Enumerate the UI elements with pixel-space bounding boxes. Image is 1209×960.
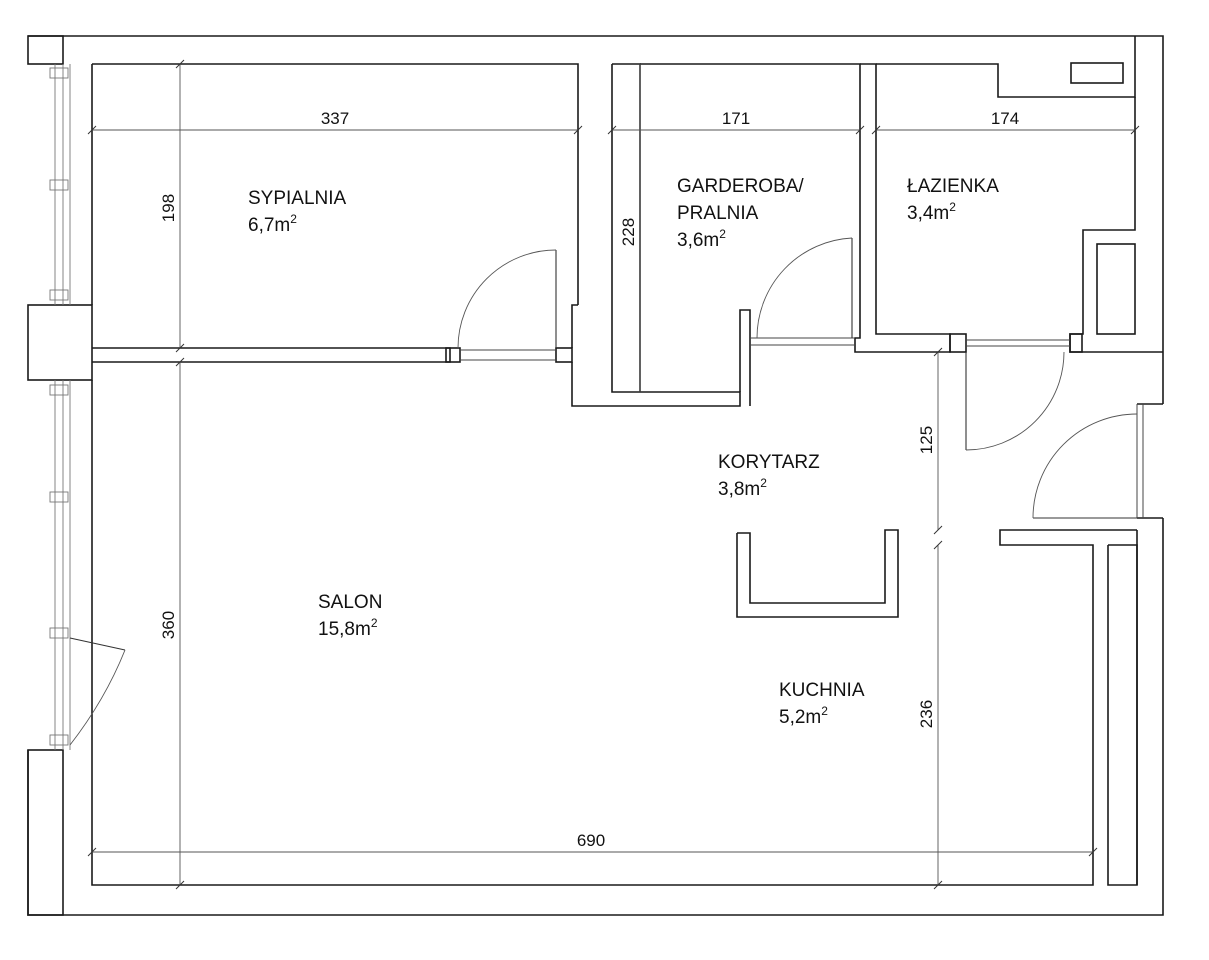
dimension-labels: 337 171 174 690 198 360 228 125 236 — [159, 109, 1019, 850]
dim-total-width: 690 — [577, 831, 605, 850]
dim-garderoba-height: 228 — [619, 218, 638, 246]
room-korytarz: KORYTARZ 3,8m2 — [718, 452, 820, 500]
dim-sypialnia-height: 198 — [159, 194, 178, 222]
room-area: 3,4m2 — [907, 200, 956, 224]
balcony-door-arc — [69, 649, 126, 746]
room-garderoba: GARDEROBA/ PRALNIA 3,6m2 — [677, 176, 804, 251]
entrance — [1032, 403, 1163, 519]
dim-sypialnia-width: 337 — [321, 109, 349, 128]
dim-salon-height: 360 — [159, 611, 178, 639]
room-area: 15,8m2 — [318, 616, 378, 640]
room-kuchnia: KUCHNIA 5,2m2 — [779, 680, 865, 728]
room-labels: SYPIALNIA 6,7m2 GARDEROBA/ PRALNIA 3,6m2… — [248, 176, 999, 728]
left-wall-top-block — [27, 35, 64, 65]
bathroom-fixture-top — [1070, 62, 1124, 84]
dimension-lines — [87, 59, 1140, 890]
bathroom-walls — [860, 36, 1163, 451]
room-name: KUCHNIA — [779, 680, 865, 701]
outer-wall-right-lower — [27, 518, 1164, 916]
left-pillar — [27, 304, 93, 381]
room-area: 6,7m2 — [248, 212, 297, 236]
room-name-line-2: PRALNIA — [677, 203, 759, 224]
bedroom-walls — [92, 63, 741, 407]
room-salon: SALON 15,8m2 — [318, 592, 382, 640]
balcony-door-leaf — [69, 637, 126, 651]
room-area: 3,8m2 — [718, 476, 767, 500]
bedroom-door-arc — [457, 249, 557, 349]
outer-wall-outline — [28, 35, 1164, 404]
room-name: KORYTARZ — [718, 452, 820, 473]
dim-lazienka-width: 174 — [991, 109, 1019, 128]
room-lazienka: ŁAZIENKA 3,4m2 — [907, 176, 999, 224]
outer-walls — [27, 35, 1164, 916]
room-area: 5,2m2 — [779, 704, 828, 728]
bathroom-fixture-side — [1096, 243, 1136, 335]
room-sypialnia: SYPIALNIA 6,7m2 — [248, 188, 347, 236]
entrance-door-arc — [1032, 413, 1138, 519]
wardrobe-door-arc — [756, 237, 853, 339]
windows-left — [49, 64, 126, 750]
inner-wall-bottom — [91, 380, 1137, 886]
room-name: SALON — [318, 592, 382, 613]
kitchen-counter — [736, 529, 899, 618]
bathroom-door-arc — [965, 351, 1065, 451]
room-area: 3,6m2 — [677, 227, 726, 251]
inner-wall-right-bottom — [1107, 544, 1138, 886]
dim-garderoba-width: 171 — [722, 109, 750, 128]
left-wall-bottom-block — [27, 749, 64, 916]
room-name: GARDEROBA/ — [677, 176, 804, 197]
room-name: SYPIALNIA — [248, 188, 347, 209]
dim-kuchnia-height: 236 — [917, 700, 936, 728]
dim-korytarz-height: 125 — [917, 426, 936, 454]
room-name: ŁAZIENKA — [907, 176, 999, 197]
